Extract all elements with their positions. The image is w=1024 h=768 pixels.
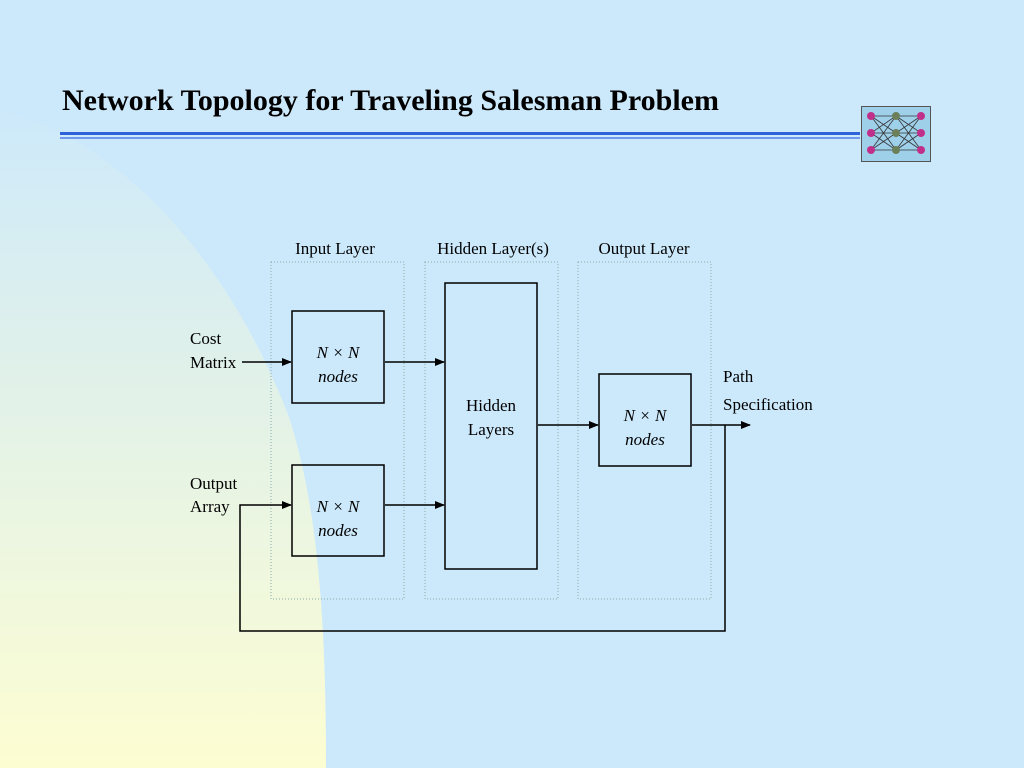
title-underline [60, 132, 860, 135]
output-layer-label: Output Layer [598, 239, 689, 258]
path-label: Path [723, 367, 754, 386]
input-node-box-top [291, 310, 385, 404]
title-underline-secondary [60, 137, 860, 139]
hidden-layers-label: Hidden [466, 396, 517, 415]
output-array-label: Output [190, 474, 238, 493]
output-node-sublabel: nodes [625, 430, 665, 449]
hidden-layers-sublabel: Layers [468, 420, 514, 439]
cost-matrix-label: Cost [190, 329, 221, 348]
hidden-layer-label: Hidden Layer(s) [437, 239, 549, 258]
output-array-sublabel: Array [190, 497, 230, 516]
output-layer-frame [577, 261, 712, 600]
feedback-loop-arrow [239, 425, 726, 632]
cost-matrix-sublabel: Matrix [190, 353, 237, 372]
path-specification-label: Specification [723, 395, 813, 414]
input-layer-frame [270, 261, 405, 600]
input-node-bottom-label: N × N [316, 497, 361, 516]
output-node-box [598, 373, 692, 467]
input-node-bottom-sublabel: nodes [318, 521, 358, 540]
input-node-top-label: N × N [316, 343, 361, 362]
input-node-top-sublabel: nodes [318, 367, 358, 386]
output-node-label: N × N [623, 406, 668, 425]
hidden-layer-frame [424, 261, 559, 600]
input-node-box-bottom [291, 464, 385, 557]
neural-network-icon [861, 106, 931, 162]
input-layer-label: Input Layer [295, 239, 375, 258]
hidden-layers-box [444, 282, 538, 570]
slide-title: Network Topology for Traveling Salesman … [62, 84, 719, 117]
